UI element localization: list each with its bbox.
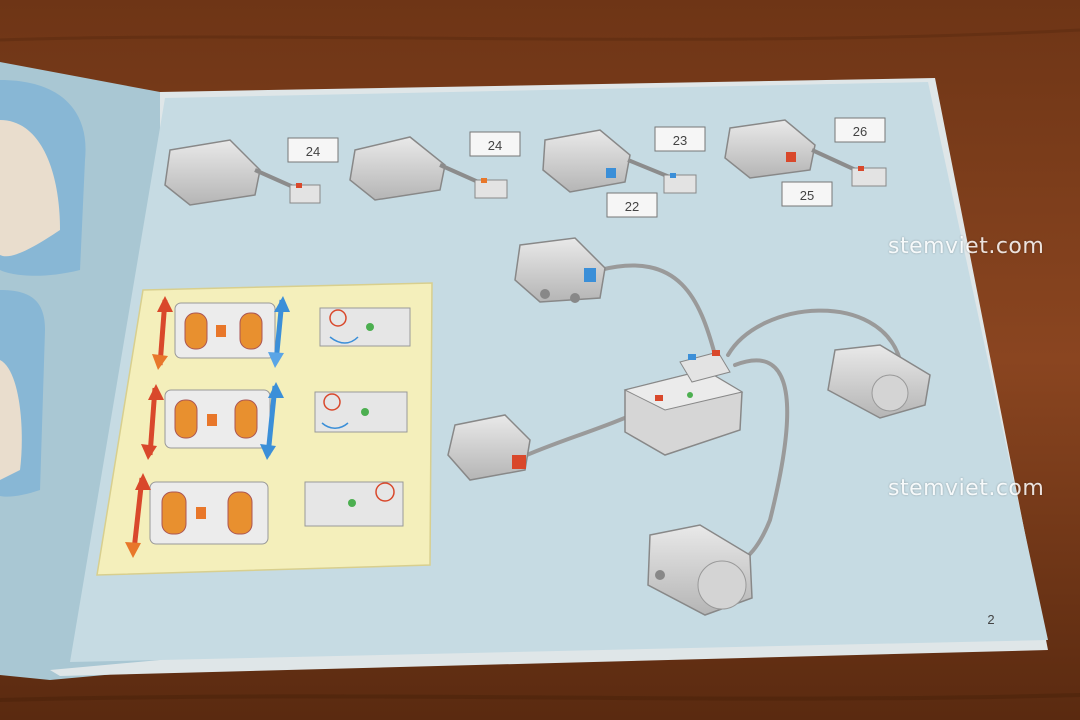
remote-control-panel — [96, 282, 433, 576]
xl-motor-bottom — [647, 524, 753, 616]
remote-row-2 — [141, 382, 408, 460]
part-number-tag: 26 — [853, 124, 867, 139]
motor-part-4: 26 25 — [724, 117, 887, 207]
part-number-tag: 23 — [673, 133, 687, 148]
motor-part-1: 24 — [164, 137, 339, 206]
part-number-tag: 24 — [488, 138, 502, 153]
m-motor-left — [447, 414, 531, 481]
part-number-tag: 22 — [625, 199, 639, 214]
watermark: stemviet.com — [888, 476, 1045, 501]
watermark: stemviet.com — [888, 234, 1045, 259]
motor-part-3: 23 22 — [542, 126, 706, 218]
m-motor-right — [827, 344, 931, 419]
remote-row-1 — [152, 296, 411, 370]
top-parts-row: 24 24 23 22 — [164, 117, 887, 218]
part-number-tag: 25 — [800, 188, 814, 203]
battery-box — [623, 350, 744, 456]
train-motor — [514, 237, 606, 303]
remote-row-3 — [125, 473, 404, 558]
page-number: 2 — [987, 612, 994, 627]
motor-part-2: 24 — [349, 131, 521, 201]
part-number-tag: 24 — [306, 144, 320, 159]
